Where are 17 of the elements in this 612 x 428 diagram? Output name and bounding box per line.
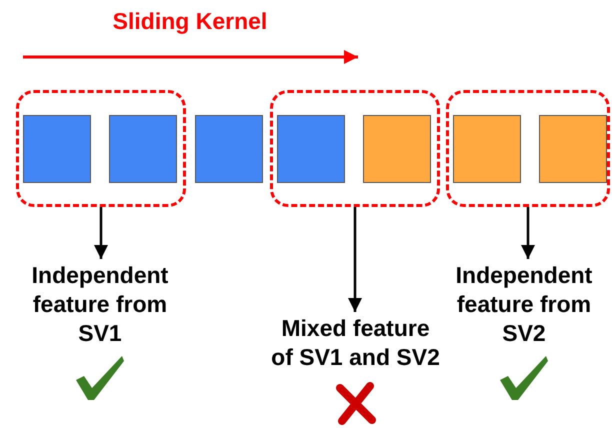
feature-cell — [277, 115, 345, 183]
arrow — [94, 207, 108, 259]
title: Sliding Kernel — [112, 8, 268, 35]
kernel-window — [270, 90, 440, 207]
feature-label: Independent feature from SV2 — [438, 261, 610, 351]
feature-cell — [539, 115, 607, 183]
feature-cell — [109, 115, 177, 183]
feature-cell — [23, 115, 91, 183]
feature-label: Mixed feature of SV1 and SV2 — [270, 314, 441, 374]
feature-cell — [363, 115, 431, 183]
kernel-window — [16, 90, 186, 207]
feature-cell — [453, 115, 521, 183]
arrow — [348, 207, 362, 312]
arrow — [521, 207, 535, 259]
kernel-window — [446, 90, 610, 207]
feature-label: Independent feature from SV1 — [12, 261, 188, 351]
feature-cell — [195, 115, 263, 183]
